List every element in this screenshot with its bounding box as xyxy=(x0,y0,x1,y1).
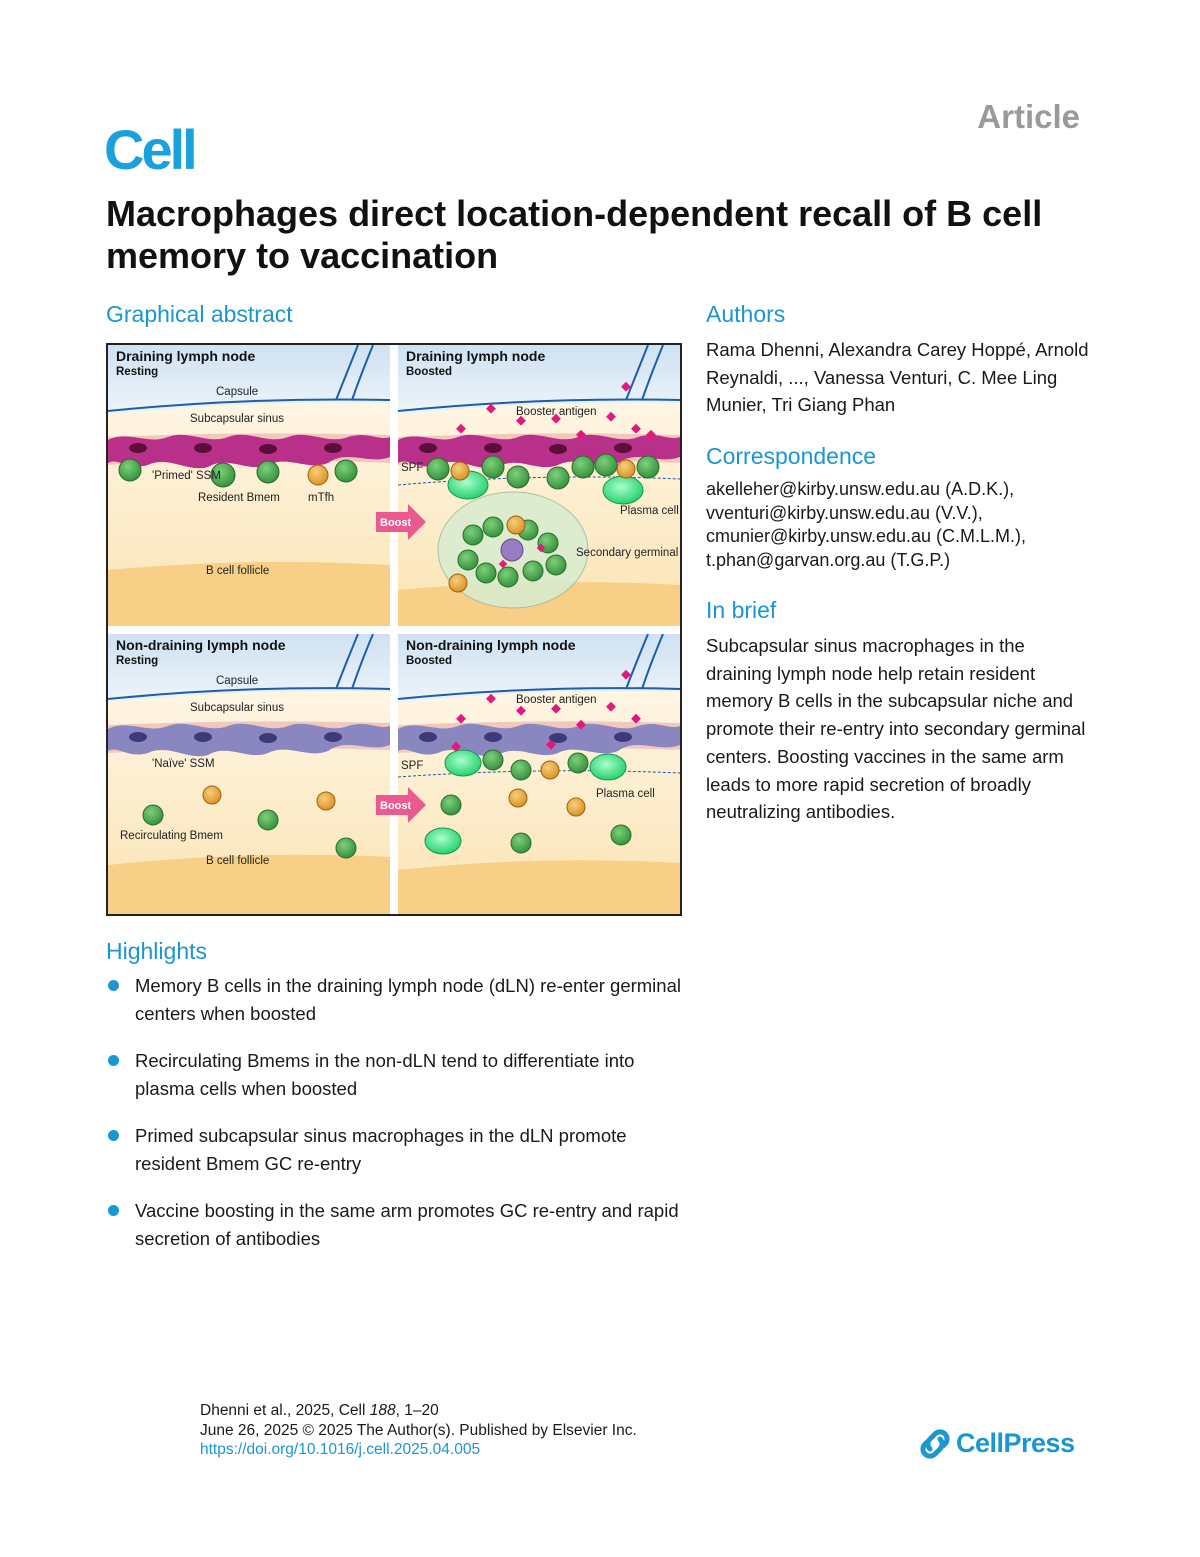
correspondence-heading: Correspondence xyxy=(706,443,877,469)
panel-ndln-boosted xyxy=(397,633,680,914)
highlight-item: Primed subcapsular sinus macrophages in … xyxy=(106,1122,696,1177)
svg-text:Boost: Boost xyxy=(380,800,412,812)
email-link[interactable]: vventuri@kirby.unsw.edu.au (V.V.), xyxy=(706,502,983,523)
panel-subtitle: Boosted xyxy=(406,366,452,378)
naive-ssm-row-boosted xyxy=(398,723,680,757)
panel-title: Draining lymph node xyxy=(116,348,255,364)
mtfh-cells-ndln-boosted xyxy=(508,760,586,817)
doi-link[interactable]: https://doi.org/10.1016/j.cell.2025.04.0… xyxy=(200,1441,481,1458)
paper-title: Macrophages direct location-dependent re… xyxy=(106,193,1043,276)
boost-arrow-top: Boost xyxy=(376,504,426,540)
authors-heading: Authors xyxy=(706,301,786,327)
graphical-abstract-heading: Graphical abstract xyxy=(106,301,293,327)
mtfh-cell-dln-resting xyxy=(307,464,329,486)
panel-subtitle: Resting xyxy=(116,366,158,378)
svg-text:Subcapsular sinus: Subcapsular sinus xyxy=(190,413,284,425)
svg-text:SPF: SPF xyxy=(401,760,423,772)
svg-text:B cell follicle: B cell follicle xyxy=(206,855,269,867)
bullet-icon xyxy=(108,980,119,991)
date-copyright-line: June 26, 2025 © 2025 The Author(s). Publ… xyxy=(200,1421,637,1439)
plasma-cells-ndln-boosted xyxy=(424,749,627,855)
bmem-cells-dln-boosted xyxy=(426,453,660,490)
naive-ssm-row-resting xyxy=(108,723,390,757)
mtfh-cells-ndln-resting xyxy=(202,785,336,811)
panel-title: Draining lymph node xyxy=(406,348,545,364)
svg-text:Subcapsular sinus: Subcapsular sinus xyxy=(190,702,284,714)
bmem-cells-ndln-boosted xyxy=(440,749,632,854)
highlight-item: Vaccine boosting in the same arm promote… xyxy=(106,1197,696,1252)
svg-text:Plasma cell: Plasma cell xyxy=(596,788,655,800)
germinal-center-cells xyxy=(448,515,567,593)
in-brief-heading: In brief xyxy=(706,597,777,623)
bullet-icon xyxy=(108,1055,119,1066)
bmem-cells-ndln-resting xyxy=(142,804,357,859)
correspondence-list: akelleher@kirby.unsw.edu.au (A.D.K.), vv… xyxy=(706,478,1096,572)
svg-text:Booster antigen: Booster antigen xyxy=(516,406,597,418)
authors-list: Rama Dhenni, Alexandra Carey Hoppé, Arno… xyxy=(706,339,1089,415)
svg-text:Recirculating Bmem: Recirculating Bmem xyxy=(120,830,223,842)
email-link[interactable]: akelleher@kirby.unsw.edu.au (A.D.K.), xyxy=(706,479,1015,499)
citation-line: Dhenni et al., 2025, Cell 188, 1–20 xyxy=(200,1402,439,1419)
bmem-cells-dln-resting xyxy=(118,458,358,488)
svg-text:'Primed' SSM: 'Primed' SSM xyxy=(152,470,221,482)
graphical-abstract-figure: Boost Boost Draining lymph node Resting … xyxy=(106,343,682,916)
highlights-list: Memory B cells in the draining lymph nod… xyxy=(106,972,696,1272)
bullet-icon xyxy=(108,1205,119,1216)
svg-text:Booster antigen: Booster antigen xyxy=(516,694,597,706)
svg-text:Capsule: Capsule xyxy=(216,386,258,398)
panel-ndln-resting xyxy=(108,633,391,914)
booster-antigen-ndln xyxy=(451,669,641,752)
email-link[interactable]: t.phan@garvan.org.au (T.G.P.) xyxy=(706,549,951,570)
svg-text:Capsule: Capsule xyxy=(216,675,258,687)
highlights-heading: Highlights xyxy=(106,938,207,964)
panel-subtitle: Boosted xyxy=(406,655,452,667)
svg-text:Boost: Boost xyxy=(380,517,412,529)
cellpress-link-icon xyxy=(920,1428,950,1459)
journal-logo[interactable]: Cell xyxy=(104,118,198,181)
mtfh-cells-dln-boosted xyxy=(450,459,636,481)
in-brief-text: Subcapsular sinus macrophages in the dra… xyxy=(706,635,1086,823)
svg-text:SPF: SPF xyxy=(401,462,423,474)
panel-dln-resting xyxy=(108,345,391,626)
panel-title: Non-draining lymph node xyxy=(406,637,576,653)
primed-ssm-row-resting xyxy=(108,434,390,469)
panel-subtitle: Resting xyxy=(116,655,158,667)
svg-text:mTfh: mTfh xyxy=(308,492,334,504)
booster-antigen-dln xyxy=(456,381,656,569)
boost-arrow-bottom: Boost xyxy=(376,787,426,823)
bullet-icon xyxy=(108,1130,119,1141)
svg-text:Resident Bmem: Resident Bmem xyxy=(198,492,280,504)
svg-text:Plasma cell: Plasma cell xyxy=(620,505,679,517)
article-type-label: Article xyxy=(977,98,1080,135)
svg-text:B cell follicle: B cell follicle xyxy=(206,565,269,577)
highlight-item: Memory B cells in the draining lymph nod… xyxy=(106,972,696,1027)
email-link[interactable]: cmunier@kirby.unsw.edu.au (C.M.L.M.), xyxy=(706,526,1027,546)
cellpress-logo[interactable]: CellPress xyxy=(918,1428,1075,1459)
citation-block: Dhenni et al., 2025, Cell 188, 1–20 June… xyxy=(200,1401,637,1460)
highlight-item: Recirculating Bmems in the non-dLN tend … xyxy=(106,1047,696,1102)
svg-text:'Naïve' SSM: 'Naïve' SSM xyxy=(152,758,215,770)
svg-text:Secondary germinal center: Secondary germinal center xyxy=(576,547,680,559)
panel-title: Non-draining lymph node xyxy=(116,637,286,653)
